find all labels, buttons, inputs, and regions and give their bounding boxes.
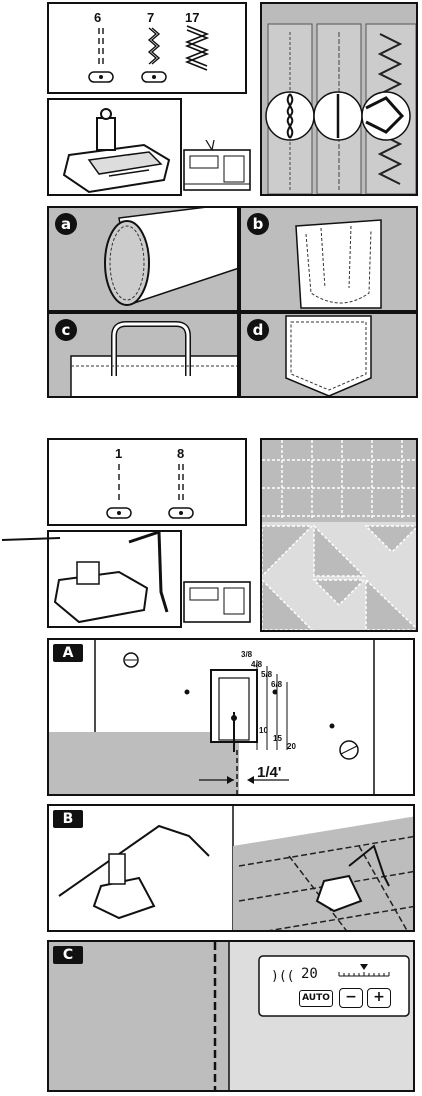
- quilting-guide-bar: [1, 537, 60, 541]
- panel-d: d: [239, 312, 418, 398]
- panel-b: b: [239, 206, 418, 312]
- fraction-5-8: 5/8: [261, 670, 273, 679]
- stitch-icons: [88, 25, 210, 83]
- panel-a-label: a: [55, 213, 77, 235]
- sewing-machine-illustration-2: [182, 572, 254, 628]
- panel-a: a: [47, 206, 239, 312]
- panel-C-label: C: [53, 946, 83, 964]
- svg-text:)((: )((: [271, 969, 294, 984]
- quilt-pattern-panel: [260, 438, 418, 632]
- fraction-6-8: 6/8: [271, 680, 283, 689]
- panel-b-label: b: [247, 213, 269, 235]
- mm-20: 20: [287, 742, 296, 751]
- quarter-inch-label: 1/4': [257, 764, 282, 781]
- panel-c: c: [47, 312, 239, 398]
- sewing-machine-illustration: [182, 140, 254, 196]
- stitch-icons-2: [106, 464, 194, 519]
- stitch-selection-box: 6 7 17: [47, 2, 247, 94]
- mm-15: 15: [273, 734, 282, 743]
- fraction-3-8: 3/8: [241, 650, 253, 659]
- panel-A-label: A: [53, 644, 83, 662]
- stitch-selection-box-2: 1 8: [47, 438, 247, 526]
- mm-10: 10: [259, 726, 268, 735]
- panel-c-label: c: [55, 319, 77, 341]
- stitch-number-8: 8: [177, 446, 185, 461]
- stitch-sample-panel: [260, 2, 418, 196]
- auto-button[interactable]: AUTO: [299, 990, 333, 1007]
- stitch-number-1: 1: [115, 446, 123, 461]
- stitch-number-6: 6: [94, 10, 102, 25]
- panel-B-label: B: [53, 810, 83, 828]
- stitch-length-readout: 20: [301, 966, 318, 982]
- panel-A: A 3/8 4/8 5/8 6/8 10 15 20 1/4': [47, 638, 415, 796]
- plus-button[interactable]: +: [367, 988, 391, 1008]
- minus-button[interactable]: −: [339, 988, 363, 1008]
- panel-d-label: d: [247, 319, 269, 341]
- quilting-foot-illustration: [47, 530, 182, 628]
- stitch-number-17: 17: [185, 10, 200, 25]
- stitch-number-7: 7: [147, 10, 155, 25]
- presser-foot-illustration: [47, 98, 182, 196]
- panel-C: C )(( 20 AUTO − +: [47, 940, 415, 1092]
- fraction-4-8: 4/8: [251, 660, 263, 669]
- panel-B: B: [47, 804, 415, 932]
